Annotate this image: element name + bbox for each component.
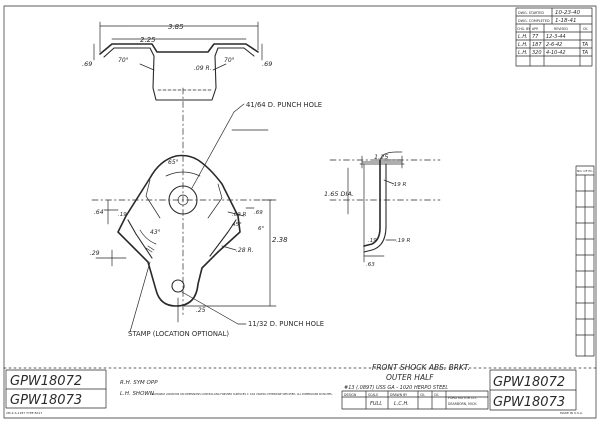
part-sub: OUTER HALF	[386, 373, 434, 382]
made-in: MADE IN U.S.A.	[560, 411, 583, 415]
tb-drawn-by: L.C.H.	[394, 401, 409, 407]
rev-completed-value: 1-18-41	[555, 18, 576, 24]
rev-header-completed: DWG. COMPLETED	[518, 19, 550, 23]
tb-part-no-1: GPW18072	[493, 375, 565, 390]
left-part-no-2: GPW18073	[10, 393, 82, 408]
angle-top: 65°	[168, 159, 179, 166]
tb-scale: FULL	[370, 401, 382, 407]
rev-header-ck: CK.	[583, 27, 588, 31]
tb-header-ck1: CK.	[420, 393, 425, 397]
rev-row-3-app: 320	[532, 50, 542, 56]
tb-company: FORD MOTOR CO.	[448, 396, 477, 400]
angle-6: 6°	[258, 226, 264, 232]
rh-note: R.H. SYM OPP	[120, 380, 158, 386]
bracket-outline	[117, 154, 241, 307]
piece-count-strip: NO. OF PC.	[575, 165, 595, 357]
side-r-inner: .19	[368, 238, 377, 244]
rev-row-3-by: L.H.	[518, 50, 528, 56]
tb-header-scale: SCALE	[368, 393, 378, 397]
side-bottom: .63	[366, 262, 375, 268]
hole-bottom-callout: 11/32 D. PUNCH HOLE	[248, 320, 324, 328]
tb-header-design: DESIGN	[344, 393, 357, 397]
dim-25: .25	[196, 307, 206, 314]
bottom-left-tag: 2M-2-S-1187 TYPE 8X17	[6, 411, 42, 415]
side-width: 1.25	[374, 153, 388, 161]
rev-header-started: DWG. STARTED	[518, 11, 544, 15]
punch-hole-large	[168, 185, 198, 215]
rev-header-chg-by: CHG. BY	[517, 27, 530, 31]
angle-right: 70°	[224, 57, 235, 64]
left-part-number-block: GPW18072 GPW18073 2M-2-S-1187 TYPE 8X17	[5, 369, 107, 415]
rev-row-2-revised: 2-6-42	[546, 42, 562, 48]
rev-row-1-by: L.H.	[518, 34, 528, 40]
height-238: 2.38	[272, 236, 288, 244]
rev-row-1-app: 77	[532, 34, 539, 40]
notes-block: R.H. SYM OPP L.H. SHOWN ALLOWABLE VARIAT…	[120, 380, 583, 415]
radius-center: .09 R.	[194, 65, 212, 72]
dim-69: .69	[254, 210, 263, 216]
part-title: FRONT SHOCK ABS. BRKT.	[372, 363, 470, 372]
radius-28: .28 R.	[236, 247, 254, 254]
fine-print: ALLOWABLE VARIATION ON DIMENSIONS CONTRO…	[150, 392, 333, 396]
side-view: 1.25 1.65 DIA. .19 R .19 .19 R .63	[324, 151, 441, 268]
rev-row-3-revised: 4-10-42	[546, 50, 566, 56]
tb-company-sub: DEARBORN, MICH.	[448, 402, 477, 406]
revision-block: DWG. STARTED DWG. COMPLETED 10-23-40 1-1…	[515, 7, 593, 67]
piece-count-header: NO. OF PC.	[577, 169, 593, 173]
dim-29: .29	[90, 250, 100, 257]
rev-row-2-ck: TA	[582, 42, 589, 48]
dim-overall-width: 3.85	[168, 23, 184, 31]
sheet-border	[3, 5, 597, 419]
punch-hole-small	[171, 279, 185, 293]
front-view: 41/64 D. PUNCH HOLE 65° .64 .19 .29 43° …	[90, 87, 324, 338]
angle-left: 70°	[118, 57, 129, 64]
dim-19: .19	[118, 212, 127, 218]
side-profile	[363, 159, 381, 247]
title-block: FRONT SHOCK ABS. BRKT. OUTER HALF #13 (.…	[341, 363, 577, 411]
tb-part-no-2: GPW18073	[493, 395, 565, 410]
top-view: 3.85 2.25 .69 .69 70° 70° .09 R.	[82, 21, 272, 101]
dim-right-height: .69	[262, 60, 272, 68]
rev-header-revised: REVISED	[554, 27, 568, 31]
side-r-bottom: .19 R	[396, 238, 410, 244]
rev-row-1-revised: 12-3-44	[546, 34, 566, 40]
rev-row-3-ck: TA	[582, 50, 589, 56]
rev-row-2-by: L.H.	[518, 42, 528, 48]
left-part-no-1: GPW18072	[10, 374, 82, 389]
tb-header-drawn-by: DRAWN BY	[390, 393, 407, 397]
dim-64: .64	[94, 209, 104, 216]
side-r-top: .19 R	[392, 182, 406, 188]
rev-row-2-app: 187	[532, 42, 542, 48]
stamp-callout: STAMP (LOCATION OPTIONAL)	[128, 330, 229, 338]
rev-started-value: 10-23-40	[555, 10, 580, 16]
dim-inner-width: 2.25	[140, 36, 156, 44]
hole-top-callout: 41/64 D. PUNCH HOLE	[246, 101, 322, 109]
tb-header-ck2: CK.	[434, 393, 439, 397]
angle-45: 45°	[232, 222, 242, 228]
lh-note: L.H. SHOWN	[120, 391, 154, 397]
dim-left-height: .69	[82, 60, 92, 68]
material-spec: #13 (.0897) USS GA - 1020 HERPO STEEL	[344, 385, 448, 391]
angle-43: 43°	[150, 229, 161, 236]
side-dia: 1.65 DIA.	[324, 190, 354, 198]
rev-header-app: APP.	[532, 27, 539, 31]
